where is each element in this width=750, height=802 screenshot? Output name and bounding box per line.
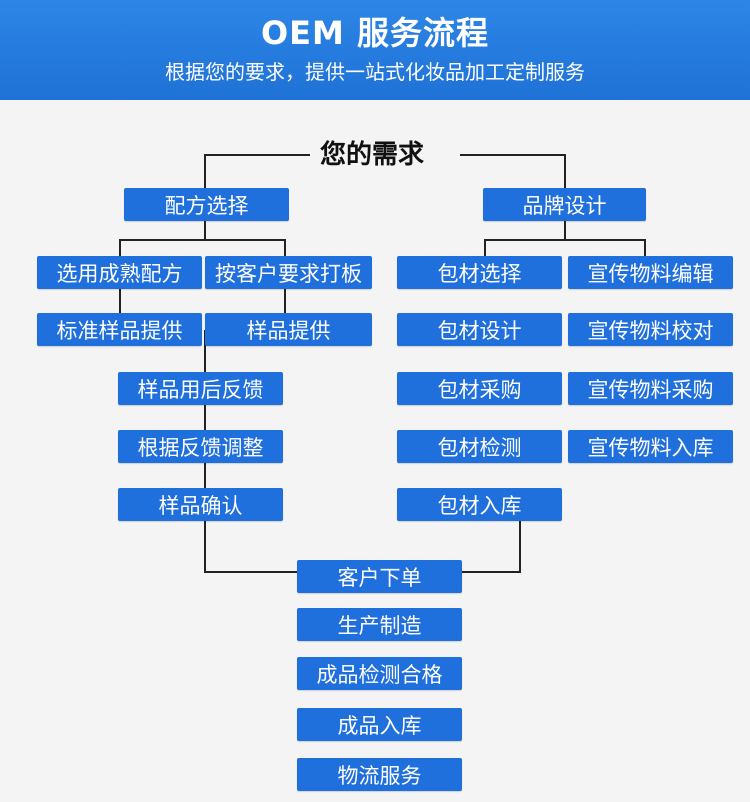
sample-provide-box: 样品提供 — [205, 313, 372, 346]
option-custom-sample-box: 按客户要求打板 — [205, 256, 372, 289]
promo-storage-box: 宣传物料入库 — [568, 430, 733, 463]
promo-edit-box: 宣传物料编辑 — [568, 256, 733, 289]
line-brand-to-order — [462, 505, 521, 573]
customer-order-box: 客户下单 — [297, 560, 462, 593]
line-root-left — [204, 154, 310, 188]
page-title: OEM 服务流程 — [260, 14, 490, 52]
product-qc-box: 成品检测合格 — [297, 657, 462, 690]
page-subtitle: 根据您的要求，提供一站式化妆品加工定制服务 — [165, 60, 585, 84]
packaging-purchase-box: 包材采购 — [397, 372, 562, 405]
line-root-right — [460, 154, 566, 188]
feedback-adjust-box: 根据反馈调整 — [118, 430, 283, 463]
packaging-storage-box: 包材入库 — [397, 488, 562, 521]
packaging-select-box: 包材选择 — [397, 256, 562, 289]
standard-sample-box: 标准样品提供 — [37, 313, 202, 346]
line-formula-split — [119, 239, 286, 256]
brand-design-box: 品牌设计 — [483, 188, 646, 221]
promo-proofread-box: 宣传物料校对 — [568, 313, 733, 346]
product-storage-box: 成品入库 — [297, 708, 462, 741]
logistics-box: 物流服务 — [297, 758, 462, 791]
line-formula-to-order — [204, 330, 297, 573]
packaging-design-box: 包材设计 — [397, 313, 562, 346]
formula-select-box: 配方选择 — [124, 188, 289, 221]
header-banner: OEM 服务流程 根据您的要求，提供一站式化妆品加工定制服务 — [0, 0, 750, 100]
packaging-inspect-box: 包材检测 — [397, 430, 562, 463]
sample-confirm-box: 样品确认 — [118, 488, 283, 521]
option-mature-formula-box: 选用成熟配方 — [37, 256, 202, 289]
production-box: 生产制造 — [297, 608, 462, 641]
promo-purchase-box: 宣传物料采购 — [568, 372, 733, 405]
sample-feedback-box: 样品用后反馈 — [118, 372, 283, 405]
root-needs: 您的需求 — [316, 134, 429, 171]
line-brand-split — [484, 239, 646, 256]
